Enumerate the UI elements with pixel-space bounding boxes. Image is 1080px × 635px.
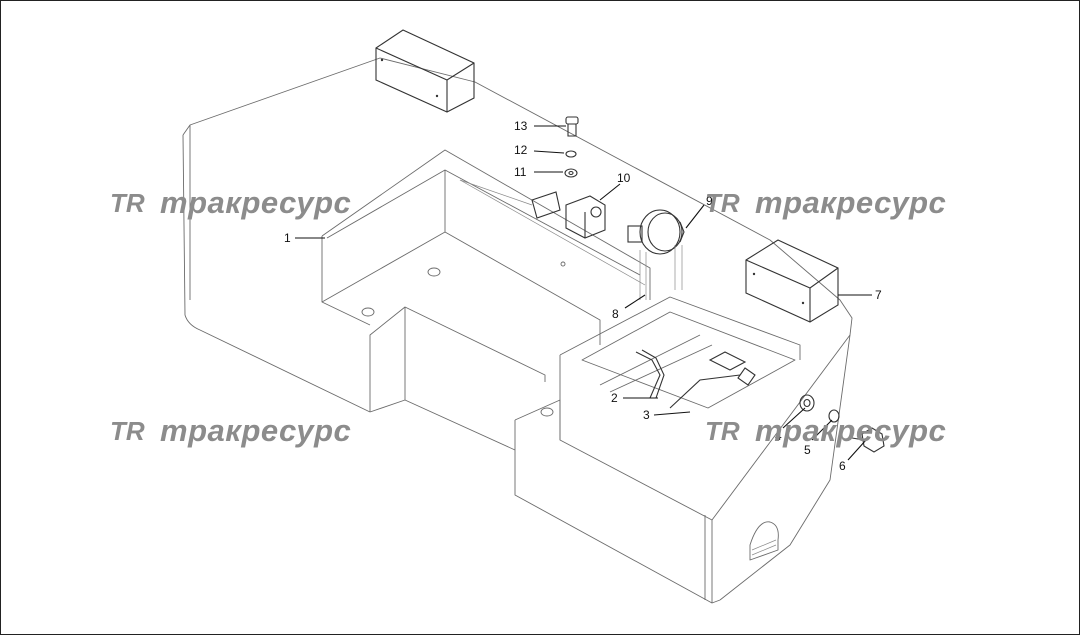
watermark-top-left: TR тракресурс xyxy=(110,185,351,220)
callout-11: 11 xyxy=(514,165,527,179)
watermark-bottom-right: TR тракресурс xyxy=(705,413,946,448)
watermark-top-right: TR тракресурс xyxy=(705,185,946,220)
watermark-text: тракресурс xyxy=(160,413,351,448)
callout-3: 3 xyxy=(643,408,650,422)
front-box xyxy=(745,239,839,323)
callout-12: 12 xyxy=(514,143,528,157)
callout-9: 9 xyxy=(706,194,713,208)
callout-labels: 1 2 3 4 5 6 7 8 9 10 11 12 13 xyxy=(284,119,882,473)
watermark-text: тракресурс xyxy=(755,185,946,220)
watermark-logo: TR xyxy=(110,188,145,218)
watermark-text: тракресурс xyxy=(755,413,946,448)
watermark-bottom-left: TR тракресурс xyxy=(110,413,351,448)
rear-box xyxy=(375,29,475,113)
callout-2: 2 xyxy=(611,391,618,405)
callout-13: 13 xyxy=(514,119,528,133)
callout-8: 8 xyxy=(612,307,619,321)
watermark-logo: TR xyxy=(705,188,740,218)
watermark-logo: TR xyxy=(110,416,145,446)
callout-10: 10 xyxy=(617,171,631,185)
callout-5: 5 xyxy=(804,443,811,457)
leader-lines xyxy=(295,125,872,461)
callout-6: 6 xyxy=(839,459,846,473)
callout-4: 4 xyxy=(775,429,782,443)
watermark-text: тракресурс xyxy=(160,185,351,220)
callout-1: 1 xyxy=(284,231,291,245)
callout-7: 7 xyxy=(875,288,882,302)
watermark-logo: TR xyxy=(705,416,740,446)
tank-body xyxy=(182,57,853,604)
component-parts xyxy=(459,116,885,453)
